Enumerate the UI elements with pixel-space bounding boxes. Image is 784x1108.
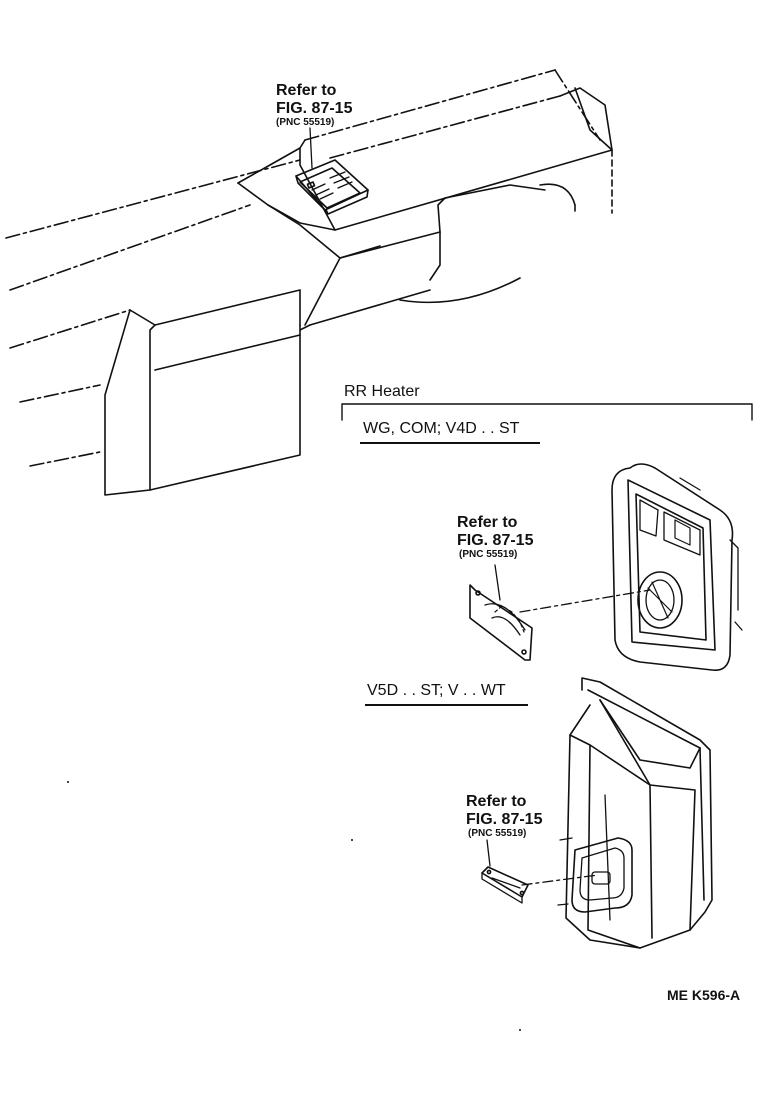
lower-leader-line xyxy=(486,839,491,867)
callout-lower-refer: Refer to xyxy=(466,793,527,810)
callout-top-refer: Refer to xyxy=(276,82,337,99)
variant-a-underline xyxy=(360,442,540,444)
middle-leader-line xyxy=(494,564,501,601)
heater-unit-a-drawing xyxy=(611,463,743,672)
callout-lower-pnc: (PNC 55519) xyxy=(468,828,527,839)
top-plate-part xyxy=(295,159,369,215)
callout-middle-fig: FIG. 87-15 xyxy=(457,532,534,549)
section-bracket xyxy=(341,403,753,421)
callout-top-pnc: (PNC 55519) xyxy=(276,117,335,128)
rr-heater-title: RR Heater xyxy=(344,383,420,400)
drawing-code: ME K596-A xyxy=(667,987,741,1003)
callout-top-fig: FIG. 87-15 xyxy=(276,100,353,117)
middle-connect-dashline xyxy=(519,589,651,613)
instrument-panel-drawing xyxy=(5,69,613,496)
control-plate-a-part xyxy=(469,584,533,661)
callout-lower-fig: FIG. 87-15 xyxy=(466,811,543,828)
callout-middle-refer: Refer to xyxy=(457,514,518,531)
small-plate-b-part xyxy=(481,866,529,904)
callout-middle-pnc: (PNC 55519) xyxy=(459,549,518,560)
lower-connect-dashline xyxy=(521,874,599,886)
variant-b-underline xyxy=(365,704,528,706)
variant-b-heading: V5D . . ST; V . . WT xyxy=(367,682,506,699)
variant-a-heading: WG, COM; V4D . . ST xyxy=(363,420,520,437)
top-leader-line xyxy=(309,127,313,169)
heater-unit-b-drawing xyxy=(557,677,713,949)
